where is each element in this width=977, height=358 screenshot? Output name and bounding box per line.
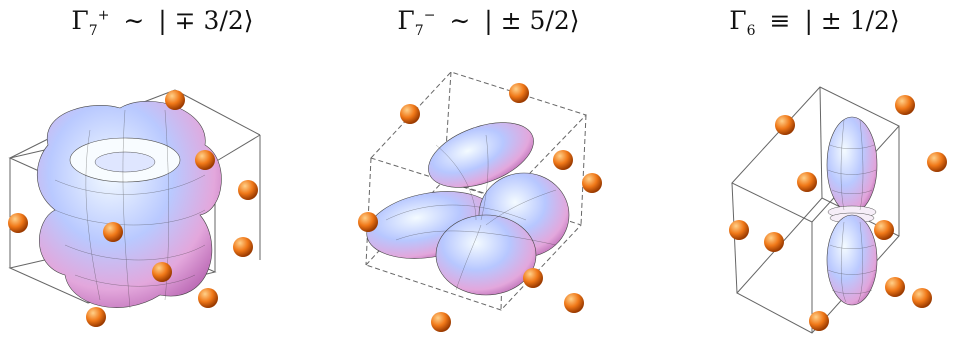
orbital-figure-2 (358, 71, 602, 332)
orbital-figure-3 (729, 86, 947, 334)
gamma-symbol: Γ (71, 6, 89, 35)
gamma-symbol: Γ (729, 6, 747, 35)
gamma-symbol: Γ (397, 6, 415, 35)
gamma-subscript: 6 (746, 23, 756, 39)
ket-state: | ∓ 3/2⟩ (158, 6, 254, 35)
atom-spheres (729, 95, 947, 331)
relation-symbol: ∼ (449, 6, 471, 35)
panel-gamma7-plus: Γ7+ ∼ | ∓ 3/2⟩ (0, 0, 325, 358)
ket-state: | ± 1/2⟩ (804, 6, 900, 35)
orbital-surface (826, 116, 878, 306)
atom-spheres (358, 83, 602, 332)
panel-gamma7-minus: Γ7− ∼ | ± 5/2⟩ (326, 0, 651, 358)
relation-symbol: ∼ (123, 6, 145, 35)
panel-2-label: Γ7− ∼ | ± 5/2⟩ (326, 6, 651, 38)
panel-3-label: Γ6 ≡ | ± 1/2⟩ (652, 6, 977, 38)
orbital-surface (366, 122, 570, 296)
atom-spheres (8, 90, 258, 327)
gamma-subscript: 7 (414, 23, 424, 39)
gamma-subscript: 7 (88, 23, 98, 39)
gamma-superscript: − (423, 7, 436, 24)
gamma-superscript: + (97, 7, 110, 24)
panel-gamma6: Γ6 ≡ | ± 1/2⟩ (652, 0, 977, 358)
panel-1-label: Γ7+ ∼ | ∓ 3/2⟩ (0, 6, 325, 38)
ket-state: | ± 5/2⟩ (484, 6, 580, 35)
orbital-surface (36, 100, 222, 309)
relation-symbol: ≡ (769, 6, 791, 35)
orbital-figure-1 (8, 89, 261, 327)
